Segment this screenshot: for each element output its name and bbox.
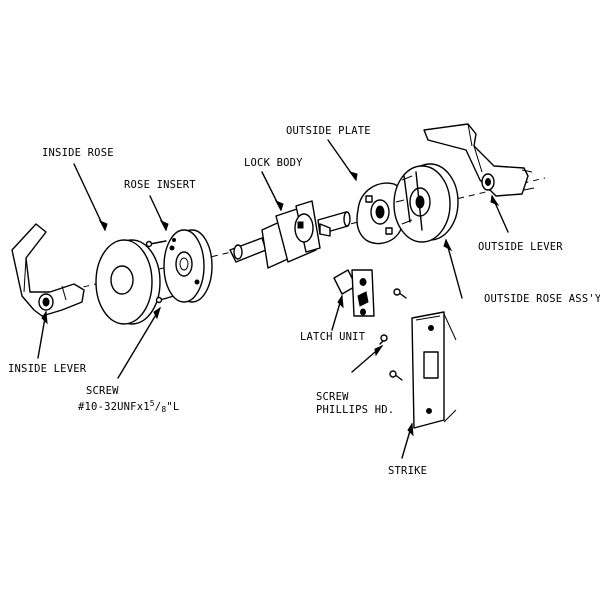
label-outside-lever: OUTSIDE LEVER [478, 241, 563, 253]
label-lock-body: LOCK BODY [244, 157, 303, 169]
rose-insert-screws [145, 240, 175, 304]
label-strike: STRIKE [388, 465, 427, 477]
label-screw-phillips-type: PHILLIPS HD. [316, 404, 394, 416]
label-outside-plate: OUTSIDE PLATE [286, 125, 371, 137]
rose-insert [163, 229, 213, 303]
label-inside-lever: INSIDE LEVER [8, 363, 87, 375]
label-screw-10-32: SCREW [86, 385, 119, 397]
strike-screws [379, 288, 407, 381]
outside-plate [356, 182, 405, 245]
label-rose-insert: ROSE INSERT [124, 179, 196, 191]
screw-spec-main: #10-32UNFx1 [78, 401, 150, 413]
label-outside-rose-assy: OUTSIDE ROSE ASS'Y [484, 293, 600, 305]
screw-spec-numerator: 5 [150, 399, 155, 408]
inside-lever [11, 223, 85, 317]
leader-lines [37, 139, 509, 459]
lock-body [229, 200, 351, 269]
inside-rose [95, 239, 161, 325]
screw-spec-slash: / [155, 401, 162, 413]
screw-spec-length: "L [166, 401, 179, 413]
screw-spec-denominator: 8 [161, 405, 166, 414]
label-inside-rose: INSIDE ROSE [42, 147, 114, 159]
outside-lever [423, 123, 535, 197]
label-latch-unit: LATCH UNIT [300, 331, 366, 343]
latch-unit [333, 269, 375, 317]
outside-rose-assy [393, 163, 459, 243]
label-screw-10-32-spec: #10-32UNFx15/8"L [78, 399, 179, 414]
strike-plate [411, 311, 457, 429]
label-screw-phillips: SCREW [316, 391, 349, 403]
